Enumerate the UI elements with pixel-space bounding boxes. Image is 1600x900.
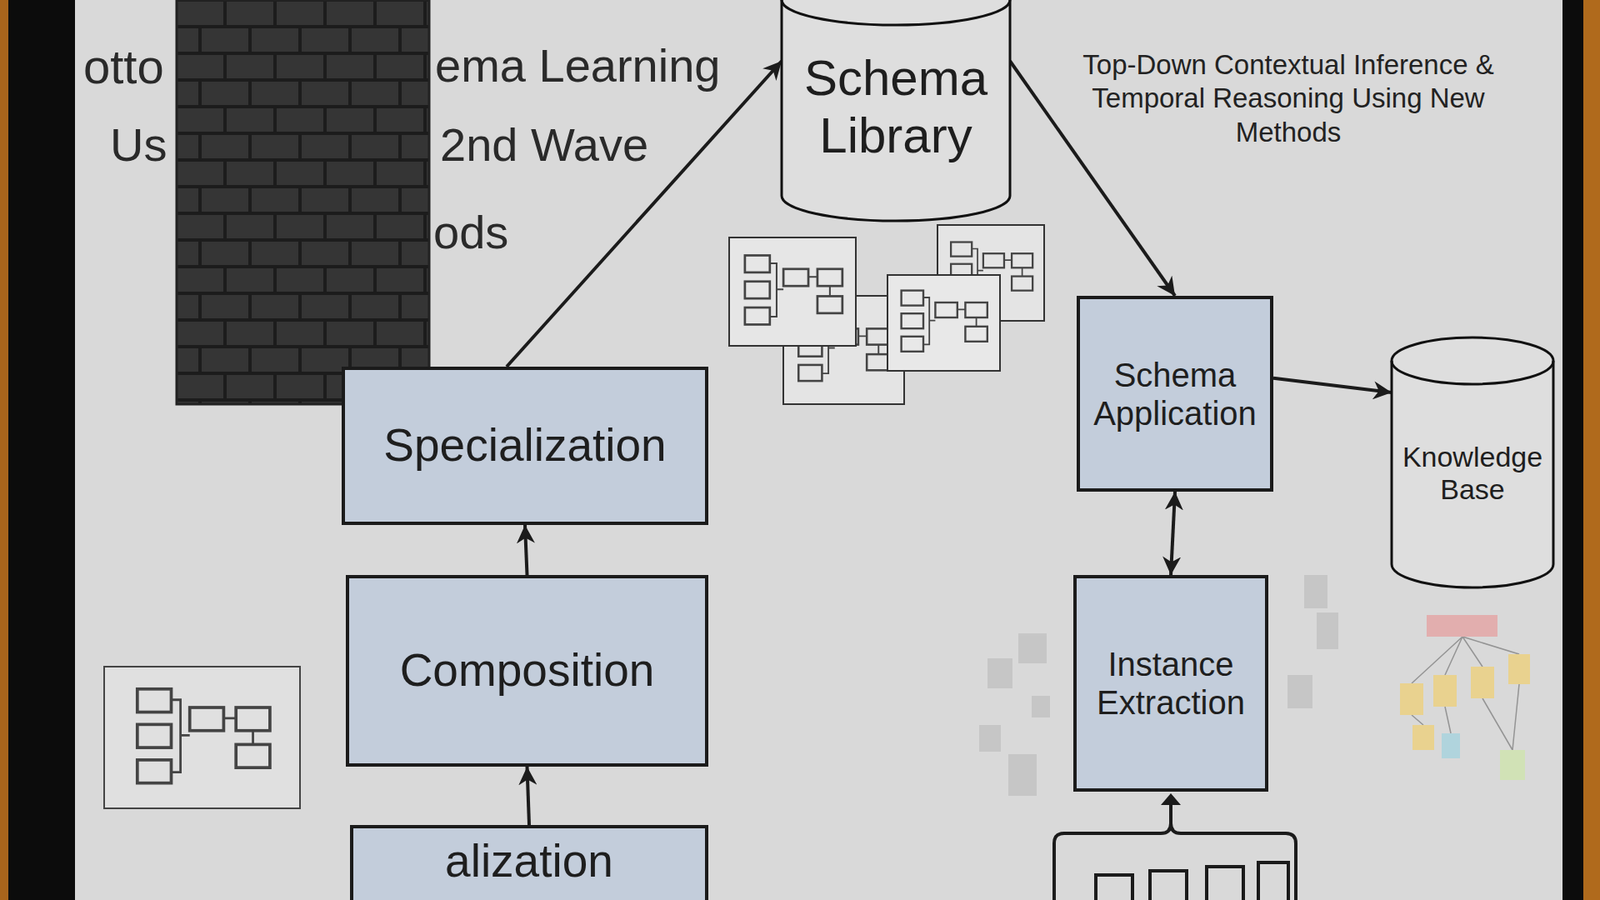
thumbnail-diagram: [901, 290, 988, 352]
connector-arrow: [1273, 378, 1392, 393]
graph-links: [1411, 636, 1520, 750]
source-box: [1258, 862, 1289, 900]
faint-square: [1304, 575, 1328, 609]
node-label: alization: [445, 835, 614, 888]
graph-box: [1500, 750, 1525, 780]
node-label: Instance Extraction: [1088, 645, 1254, 722]
frame-edge: [1583, 0, 1600, 900]
graph-box: [1400, 683, 1424, 715]
edge-label: Top-Down Contextual Inference & Temporal…: [1075, 46, 1502, 151]
slide-heading-fragment: ods: [433, 204, 509, 260]
corner-thumbnail: [104, 666, 300, 809]
graph-box: [1470, 666, 1495, 699]
process-box: alization: [350, 825, 709, 900]
process-box: Instance Extraction: [1073, 575, 1269, 792]
graph-box: [1433, 675, 1457, 707]
source-bracket: [1054, 793, 1296, 900]
source-box: [1206, 866, 1244, 900]
faint-square: [1018, 633, 1047, 664]
slide-heading-fragment: Us: [110, 116, 167, 173]
faint-square: [979, 725, 1001, 752]
graph-box: [1441, 733, 1460, 759]
graph-box: [1508, 654, 1530, 685]
process-box: Schema Application: [1076, 295, 1274, 492]
cylinder-rim: [781, 0, 1010, 25]
source-box: [1095, 875, 1133, 900]
cylinder-body: [781, 0, 1010, 221]
faint-square: [987, 658, 1013, 689]
schema-thumbnails: [729, 225, 1045, 405]
thumbnail-card: [104, 666, 300, 809]
source-box: [1150, 870, 1187, 900]
brick-wall: [176, 0, 430, 405]
cylinder-body: [1391, 337, 1554, 588]
slide-heading-fragment: 2nd Wave: [440, 116, 649, 173]
node-label: Knowledge Base: [1400, 440, 1545, 506]
faint-square: [1316, 612, 1339, 650]
arrowhead: [1160, 793, 1181, 805]
node-label: Composition: [400, 644, 655, 697]
faint-square: [1287, 675, 1313, 709]
frame-edge: [0, 0, 9, 900]
graph-box: [1412, 725, 1435, 750]
faint-squares: [979, 575, 1339, 796]
connector-arrow: [525, 525, 528, 575]
connector-arrow: [506, 60, 782, 367]
process-box: Composition: [345, 575, 709, 767]
connector-arrow: [1170, 491, 1175, 575]
node-label: Schema Application: [1091, 355, 1259, 433]
thumbnail-diagram: [137, 689, 270, 784]
slide-heading-fragment: ema Learning: [435, 37, 720, 94]
process-box: Specialization: [341, 366, 709, 525]
thumbnail-diagram: [745, 255, 843, 325]
cylinder-rim: [1391, 360, 1554, 385]
node-label: Schema Library: [793, 49, 999, 165]
node-label: Specialization: [383, 419, 666, 472]
connector-arrow: [527, 766, 530, 825]
knowledge-base-cylinder: Knowledge Base: [1391, 337, 1554, 588]
graph-bar: [1426, 615, 1498, 637]
faint-square: [1031, 695, 1050, 718]
faint-square: [1008, 754, 1037, 796]
thumbnail-card: [887, 275, 1000, 371]
schema-library-cylinder: Schema Library: [781, 0, 1010, 221]
slide-heading-fragment: otto: [83, 37, 165, 96]
thumbnail-card: [729, 237, 856, 346]
graph-icon: [1400, 615, 1530, 780]
